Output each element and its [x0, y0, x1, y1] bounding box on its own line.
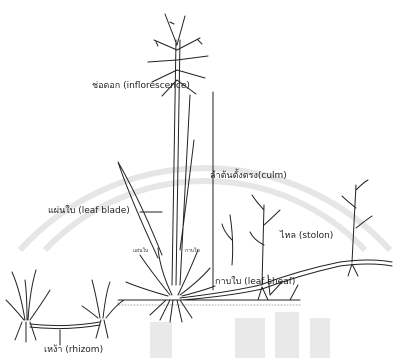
label-leaf-blade: แผ่นใบ (leaf blade) — [48, 207, 130, 216]
culm-stem-2 — [176, 40, 180, 285]
watermark-lettering — [150, 312, 330, 358]
label-stolon: ไหล (stolon) — [280, 232, 333, 241]
central-roots — [150, 300, 192, 322]
label-culm: ลำต้นตั้งตรง(culm) — [210, 172, 287, 181]
label-inflorescence: ช่อดอก (inflorescence) — [92, 82, 190, 91]
stolon-node-plant-3 — [222, 215, 233, 265]
label-small-left: แผ่นใบ — [133, 249, 148, 254]
rhizome-runner — [30, 322, 100, 326]
central-tuft — [126, 248, 215, 296]
label-small-right: กาบใบ — [185, 249, 200, 254]
soil-texture — [118, 300, 300, 305]
rhizome-plant-right — [82, 280, 124, 338]
culm-stem-3 — [180, 95, 190, 285]
label-leaf-sheath: กาบใบ (leaf sheaf) — [215, 278, 295, 287]
culm-stem — [172, 40, 176, 285]
rhizome-plant-left — [6, 270, 50, 342]
label-rhizome: เหง้า (rhizom) — [44, 346, 103, 355]
